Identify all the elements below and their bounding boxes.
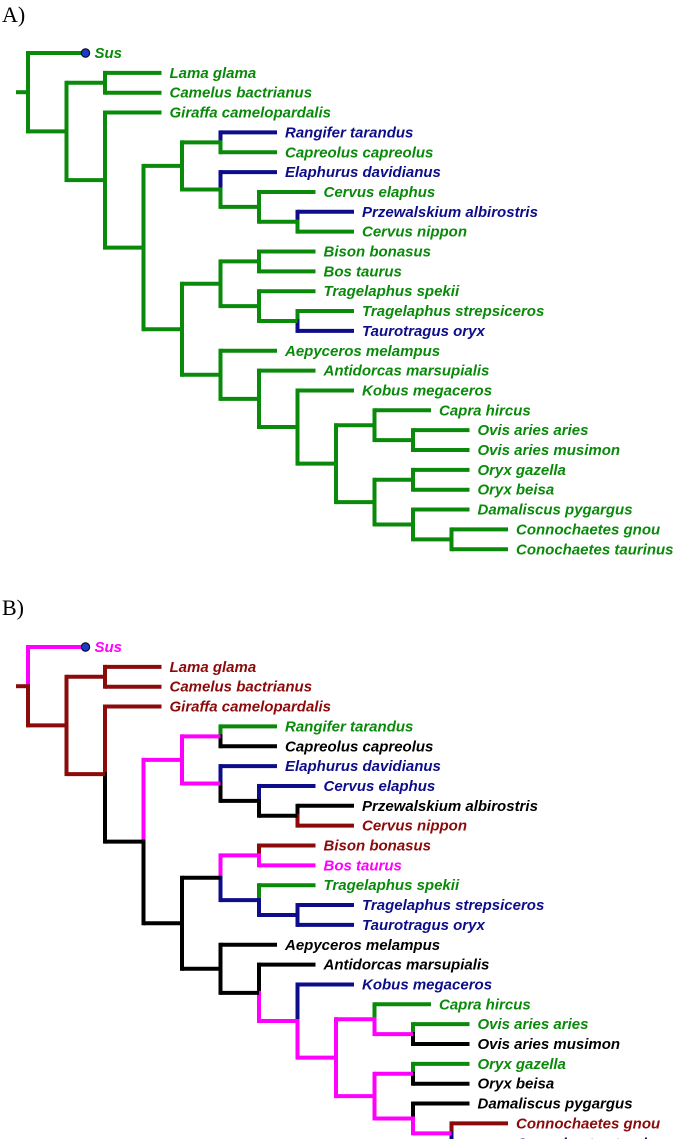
panel-a-taxon-label: Connochaetes gnou bbox=[516, 521, 660, 538]
panel-b-label: B) bbox=[2, 595, 24, 620]
panel-a-root-marker bbox=[80, 48, 91, 58]
panel-b-taxon-label: Oryx beisa bbox=[478, 1076, 555, 1093]
panel-b-taxon-label: Damaliscus pygargus bbox=[478, 1096, 633, 1113]
panel-b-taxon-label: Capra hircus bbox=[439, 996, 531, 1013]
panel-b-taxon-label: Ovis aries musimon bbox=[478, 1036, 621, 1053]
panel-a-taxon-label: Conochaetes taurinus bbox=[516, 541, 674, 558]
panel-b-root-marker bbox=[80, 642, 91, 652]
panel-b-taxon-label: Cervus nippon bbox=[362, 818, 467, 835]
panel-b-taxon-label: Sus bbox=[95, 639, 123, 656]
panel-b-taxon-label: Connochaetes gnou bbox=[516, 1115, 660, 1132]
panel-a-taxon-label: Ovis aries aries bbox=[478, 422, 589, 439]
panel-a-taxon-label: Lama glama bbox=[170, 65, 257, 82]
panel-a-taxon-label: Antidorcas marsupialis bbox=[323, 363, 490, 380]
panel-a-taxon-label: Damaliscus pygargus bbox=[478, 502, 633, 519]
panel-a-taxon-label: Przewalskium albirostris bbox=[362, 204, 538, 221]
panel-b-taxon-label: Bison bonasus bbox=[324, 838, 432, 855]
panel-b-taxon-label: Bos taurus bbox=[324, 857, 402, 874]
panel-a-taxon-label: Oryx gazella bbox=[478, 462, 566, 479]
panel-b-taxon-label: Camelus bactrianus bbox=[170, 679, 313, 696]
panel-b-taxon-label: Antidorcas marsupialis bbox=[323, 957, 490, 974]
panel-b-taxon-label: Giraffa camelopardalis bbox=[170, 699, 331, 716]
panel-b-taxon-label: Rangifer tarandus bbox=[285, 718, 413, 735]
panel-a-taxon-label: Taurotragus oryx bbox=[362, 323, 485, 340]
panel-b-taxon-label: Ovis aries aries bbox=[478, 1016, 589, 1033]
panel-a-taxon-label: Aepyceros melampus bbox=[284, 343, 440, 360]
panel-a-taxon-label: Elaphurus davidianus bbox=[285, 164, 441, 181]
panel-a-taxon-label: Tragelaphus spekii bbox=[324, 283, 460, 300]
panel-a-taxon-label: Capreolus capreolus bbox=[285, 144, 433, 161]
panel-a-label: A) bbox=[2, 2, 25, 27]
panel-b-taxon-label: Cervus elaphus bbox=[324, 778, 436, 795]
panel-a-taxon-label: Oryx beisa bbox=[478, 482, 555, 499]
panel-b-taxon-label: Elaphurus davidianus bbox=[285, 758, 441, 775]
panel-a-taxon-label: Ovis aries musimon bbox=[478, 442, 621, 459]
panel-a-taxon-label: Rangifer tarandus bbox=[285, 124, 413, 141]
panel-b-taxon-label: Conochaetes taurinus bbox=[516, 1135, 674, 1139]
panel-a-taxon-label: Bison bonasus bbox=[324, 244, 432, 261]
panel-a-taxon-label: Tragelaphus strepsiceros bbox=[362, 303, 544, 320]
panel-b-taxon-label: Taurotragus oryx bbox=[362, 917, 485, 934]
panel-b-taxon-label: Kobus megaceros bbox=[362, 976, 492, 993]
panel-b-taxon-label: Tragelaphus strepsiceros bbox=[362, 897, 544, 914]
panel-a-taxon-label: Camelus bactrianus bbox=[170, 85, 313, 102]
panel-b-taxon-label: Lama glama bbox=[170, 659, 257, 676]
panel-a-taxon-label: Cervus nippon bbox=[362, 224, 467, 241]
panel-a-taxon-label: Capra hircus bbox=[439, 402, 531, 419]
panel-b-taxon-label: Tragelaphus spekii bbox=[324, 877, 460, 894]
panel-a-taxon-label: Kobus megaceros bbox=[362, 382, 492, 399]
panel-a-taxon-label: Sus bbox=[95, 45, 123, 62]
panel-b-taxon-label: Capreolus capreolus bbox=[285, 738, 433, 755]
panel-a-taxon-label: Bos taurus bbox=[324, 263, 402, 280]
panel-a-taxon-label: Giraffa camelopardalis bbox=[170, 105, 331, 122]
panel-b-taxon-label: Przewalskium albirostris bbox=[362, 798, 538, 815]
panel-b-taxon-label: Oryx gazella bbox=[478, 1056, 566, 1073]
panel-b-taxon-label: Aepyceros melampus bbox=[284, 937, 440, 954]
panel-a-taxon-label: Cervus elaphus bbox=[324, 184, 436, 201]
